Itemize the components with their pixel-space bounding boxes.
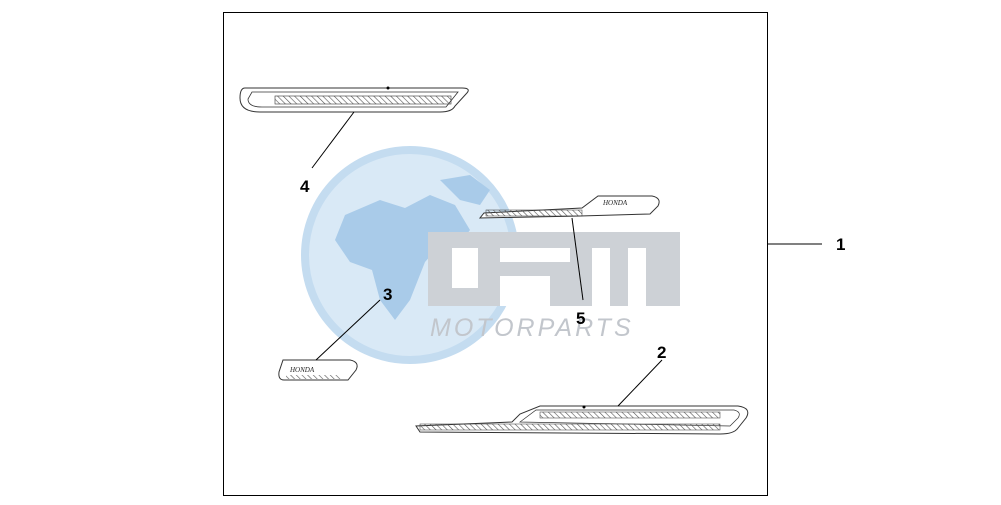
leader-line-2 <box>617 359 663 407</box>
leader-line-4 <box>311 111 355 169</box>
callout-2: 2 <box>657 343 666 362</box>
diagram-frame <box>223 12 768 496</box>
callout-1: 1 <box>836 235 845 254</box>
osm-logo <box>428 232 680 306</box>
part-3-emblem-text: HONDA <box>289 366 315 374</box>
callout-4: 4 <box>300 177 310 196</box>
watermark-subtitle: MOTORPARTS <box>430 314 634 342</box>
leader-line-5 <box>571 217 584 301</box>
part-5-emblem-text: HONDA <box>602 199 628 207</box>
leader-line-3 <box>315 299 381 361</box>
part-2-stripe <box>415 405 749 435</box>
part-4-stripe <box>239 86 469 113</box>
callout-5: 5 <box>576 309 585 328</box>
part-5-stripe: HONDA <box>478 195 660 219</box>
watermark: MOTORPARTS <box>301 146 680 364</box>
part-3-emblem: HONDA <box>278 359 358 381</box>
callout-3: 3 <box>383 285 392 304</box>
